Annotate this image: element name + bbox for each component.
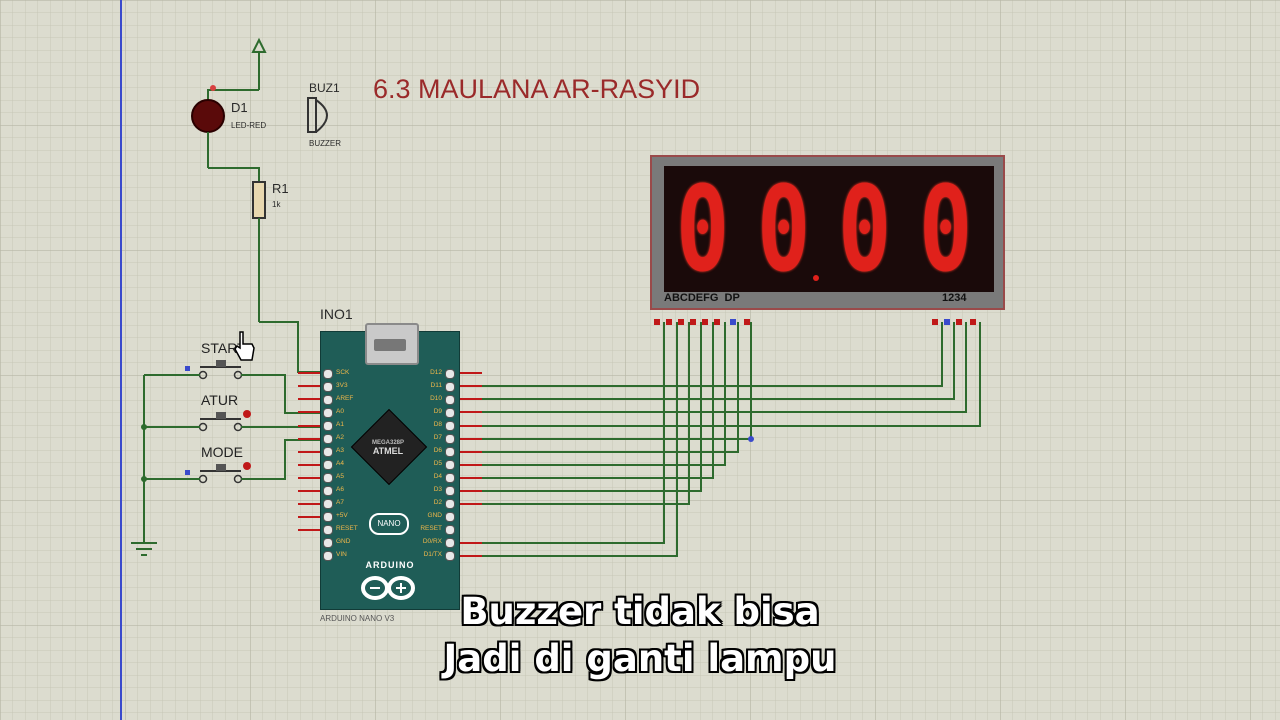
nano-pin-hole[interactable] (323, 434, 333, 444)
nano-pin-hole[interactable] (445, 382, 455, 392)
nano-pin-hole[interactable] (445, 512, 455, 522)
nano-pin-label: A0 (336, 408, 344, 415)
display-window (664, 166, 994, 292)
nano-pin-hole[interactable] (323, 369, 333, 379)
led-ref-label: D1 (231, 100, 248, 115)
mode-button[interactable] (198, 462, 252, 484)
display-digit-1: 0 (676, 160, 730, 298)
mode-button-label: MODE (201, 444, 243, 460)
nano-pin-hole[interactable] (445, 447, 455, 457)
nano-pin-label: D2 (433, 499, 442, 506)
power-terminal-icon[interactable] (251, 37, 267, 90)
nano-pin-label: D7 (433, 434, 442, 441)
nano-pin-label: A1 (336, 421, 344, 428)
nano-pin-label: RESET (420, 525, 442, 532)
nano-pin-label: D4 (433, 473, 442, 480)
nano-left-pin-stubs (298, 372, 320, 531)
nano-pin-label: AREF (336, 395, 354, 402)
nano-pin-label: D8 (433, 421, 442, 428)
display-digit-4: 0 (919, 160, 973, 298)
display-digit-2: 0 (757, 160, 811, 298)
nano-pin-label: A4 (336, 460, 344, 467)
nano-pin-label: GND (427, 512, 442, 519)
nano-pin-hole[interactable] (323, 421, 333, 431)
nano-pin-hole[interactable] (445, 395, 455, 405)
resistor-ref-label: R1 (272, 181, 289, 196)
led-d1-icon[interactable] (191, 85, 260, 182)
nano-pin-hole[interactable] (445, 538, 455, 548)
atur-button-label: ATUR (201, 392, 239, 408)
usb-port (365, 323, 419, 365)
nano-pin-hole[interactable] (445, 434, 455, 444)
nano-pin-label: A3 (336, 447, 344, 454)
nano-pin-hole[interactable] (323, 447, 333, 457)
arduino-infinity-icon (361, 576, 415, 600)
nano-pin-hole[interactable] (445, 369, 455, 379)
nano-pin-hole[interactable] (445, 499, 455, 509)
arduino-model-label: ARDUINO NANO V3 (320, 614, 395, 623)
resistor-value-label: 1k (272, 200, 281, 209)
atur-button[interactable] (198, 410, 252, 432)
nano-pin-label: 3V3 (336, 382, 348, 389)
nano-pin-label: A6 (336, 486, 344, 493)
segment-pin-labels: ABCDEFG DP (664, 292, 740, 304)
buzzer-icon[interactable] (307, 97, 328, 133)
nano-pin-label: VIN (336, 551, 347, 558)
nano-logo: NANO (369, 513, 409, 535)
display-pin-markers (654, 319, 976, 325)
nano-pin-hole[interactable] (323, 486, 333, 496)
nano-pin-hole[interactable] (445, 473, 455, 483)
nano-pin-hole[interactable] (323, 538, 333, 548)
display-digit-3: 0 (838, 160, 892, 298)
caption-line-2: Jadi di ganti lampu (443, 637, 837, 680)
nano-pin-label: D0/RX (422, 538, 442, 545)
nano-pin-hole[interactable] (445, 408, 455, 418)
nano-pin-label: D5 (433, 460, 442, 467)
arduino-ref-label: INO1 (320, 306, 353, 322)
ground-icon[interactable] (131, 542, 157, 556)
nano-pin-label: SCK (336, 369, 350, 376)
nano-pin-label: A2 (336, 434, 344, 441)
led-value-label: LED-RED (231, 121, 267, 130)
arduino-brand-label: ARDUINO (365, 560, 415, 570)
nano-pin-hole[interactable] (323, 395, 333, 405)
nano-pin-hole[interactable] (445, 525, 455, 535)
caption-line-1: Buzzer tidak bisa (460, 590, 820, 633)
nano-pin-hole[interactable] (323, 408, 333, 418)
nano-pin-label: D6 (433, 447, 442, 454)
nano-pin-hole[interactable] (445, 421, 455, 431)
start-button-label: START (201, 340, 246, 356)
nano-pin-label: D3 (433, 486, 442, 493)
nano-pin-label: D12 (430, 369, 442, 376)
nano-pin-hole[interactable] (445, 551, 455, 561)
nano-pin-label: D10 (430, 395, 442, 402)
nano-pin-label: RESET (336, 525, 358, 532)
nano-pin-hole[interactable] (323, 499, 333, 509)
nano-pin-label: A5 (336, 473, 344, 480)
buzzer-ref-label: BUZ1 (309, 81, 340, 95)
nano-pin-label: D9 (433, 408, 442, 415)
nano-pin-hole[interactable] (323, 551, 333, 561)
nano-pin-label: GND (336, 538, 351, 545)
nano-pin-hole[interactable] (323, 525, 333, 535)
buzzer-value-label: BUZZER (309, 139, 341, 148)
nano-pin-label: D1/TX (423, 551, 442, 558)
nano-pin-hole[interactable] (445, 486, 455, 496)
hand-cursor-icon (234, 331, 255, 361)
digit-pin-labels: 1234 (942, 292, 967, 304)
nano-pin-hole[interactable] (323, 473, 333, 483)
nano-pin-hole[interactable] (323, 382, 333, 392)
nano-pin-hole[interactable] (323, 512, 333, 522)
nano-pin-label: A7 (336, 499, 344, 506)
nano-pin-hole[interactable] (323, 460, 333, 470)
schematic-title: 6.3 MAULANA AR-RASYID (373, 74, 701, 104)
decimal-point (813, 275, 819, 281)
atmel-chip-label: MEGA328P ATMEL (371, 440, 404, 456)
nano-pin-hole[interactable] (445, 460, 455, 470)
nano-right-pin-stubs (458, 372, 482, 557)
nano-pin-label: D11 (430, 382, 442, 389)
nano-pin-label: +5V (336, 512, 348, 519)
